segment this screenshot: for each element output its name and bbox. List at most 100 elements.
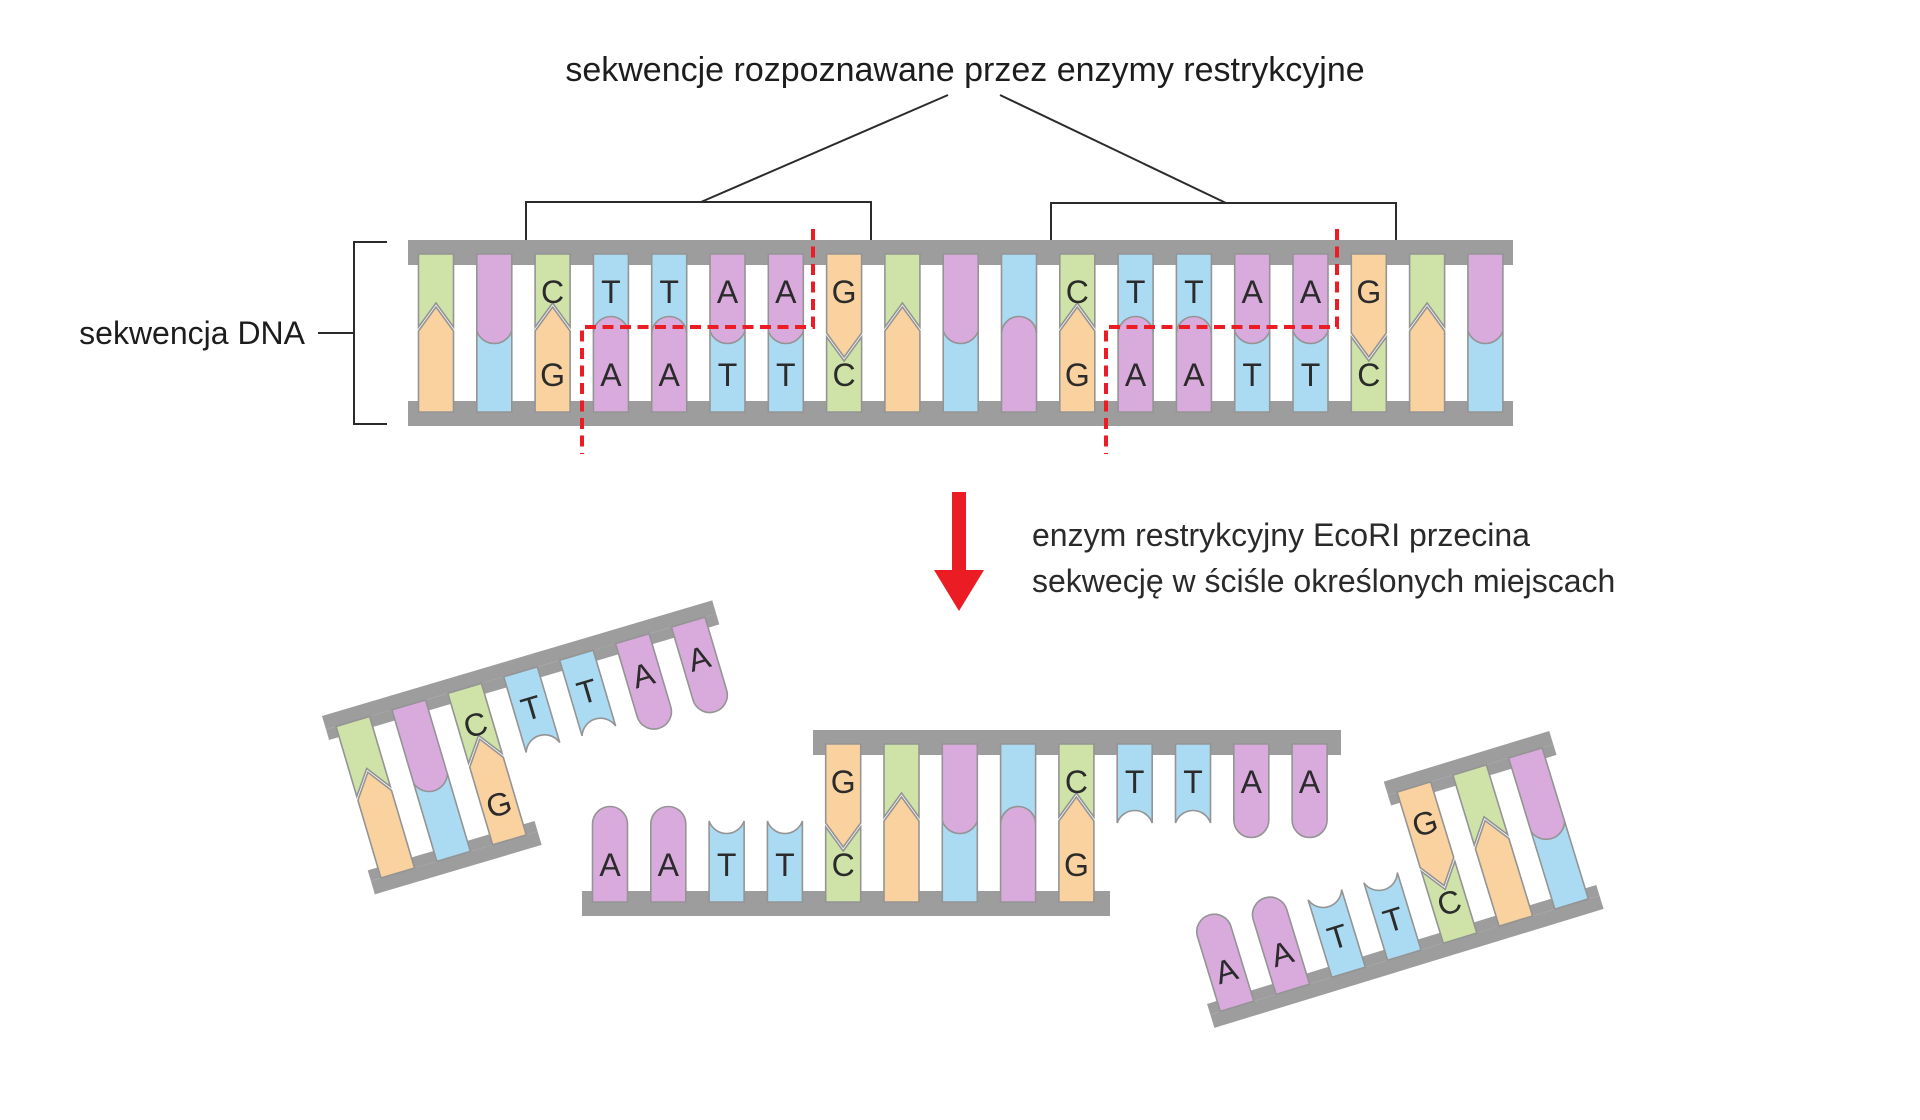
backbone-tooth xyxy=(1210,744,1234,755)
backbone-tooth xyxy=(481,676,507,694)
base-letter: A xyxy=(1183,357,1205,393)
base-letter: T xyxy=(1126,274,1146,310)
base-bottom-orange xyxy=(883,795,920,903)
backbone-tooth xyxy=(627,891,651,902)
base-top-orange xyxy=(824,743,862,849)
base-bottom-orange xyxy=(884,305,921,413)
base-letter: T xyxy=(776,357,796,393)
base-letter: C xyxy=(1357,357,1380,393)
base-letter: T xyxy=(1183,764,1203,800)
base-bottom-blue xyxy=(1467,330,1504,413)
base-top-purple xyxy=(476,253,513,349)
backbone-tooth xyxy=(408,401,419,412)
base-bottom-green xyxy=(825,334,863,413)
pointer-line-left xyxy=(700,94,949,203)
base-bottom-blue xyxy=(413,773,472,863)
base-top-green xyxy=(884,253,921,330)
backbone-tooth xyxy=(511,401,536,412)
pointer-line-right xyxy=(999,94,1227,204)
base-letter: C xyxy=(541,274,564,310)
top-backbone xyxy=(1383,731,1554,795)
process-arrow-down-icon xyxy=(934,492,984,611)
base-bottom-orange xyxy=(1408,305,1446,413)
backbone-tooth xyxy=(977,744,1001,755)
annotations xyxy=(318,94,1397,425)
backbone-tooth xyxy=(537,660,563,678)
base-top-blue xyxy=(1174,743,1212,824)
backbone-tooth xyxy=(1269,254,1293,265)
backbone-tooth xyxy=(1542,744,1557,759)
backbone-tooth xyxy=(593,643,619,661)
backbone-tooth xyxy=(1207,1000,1221,1015)
base-letter: T xyxy=(659,274,679,310)
base-bottom-orange xyxy=(534,305,571,413)
base-letter: A xyxy=(775,274,797,310)
base-bottom-blue xyxy=(708,820,745,903)
base-top-green xyxy=(446,682,504,766)
base-bottom-blue xyxy=(1307,889,1367,979)
backbone-tooth xyxy=(1269,401,1293,412)
base-letter: G xyxy=(1064,847,1089,883)
base-letter: C xyxy=(833,357,856,393)
backbone-tooth xyxy=(369,709,396,728)
base-bottom-purple xyxy=(1251,896,1311,996)
base-bottom-orange xyxy=(417,305,455,413)
base-top-purple xyxy=(942,253,979,349)
backbone-tooth xyxy=(745,401,769,412)
recognition-bracket-left xyxy=(525,201,872,243)
backbone-tooth xyxy=(453,254,477,265)
backbone-tooth xyxy=(1327,744,1341,755)
base-letter: G xyxy=(540,357,565,393)
base-bottom-blue xyxy=(766,820,804,903)
backbone-tooth xyxy=(1386,254,1410,265)
base-bottom-green xyxy=(824,824,862,903)
backbone-tooth xyxy=(1387,792,1401,806)
base-letter: A xyxy=(658,847,680,883)
cut-path-site-2 xyxy=(1104,229,1339,454)
backbone-tooth xyxy=(1306,966,1332,985)
base-bottom-blue xyxy=(1363,872,1423,962)
bot-backbone xyxy=(408,412,1513,426)
base-bottom-purple xyxy=(650,805,687,903)
base-letter: T xyxy=(601,274,621,310)
base-letter: A xyxy=(1299,764,1321,800)
base-bottom-blue xyxy=(767,330,805,413)
backbone-tooth xyxy=(860,891,884,902)
base-bottom-orange xyxy=(1474,819,1534,928)
top-backbone xyxy=(813,730,1341,744)
backbone-tooth xyxy=(1444,401,1468,412)
base-bottom-green xyxy=(1419,858,1478,945)
bot-backbone xyxy=(370,831,542,895)
backbone-tooth xyxy=(570,254,594,265)
base-top-purple xyxy=(1467,253,1504,349)
backbone-tooth xyxy=(1036,254,1060,265)
base-letter: G xyxy=(1356,274,1381,310)
base-letter: T xyxy=(1242,357,1262,393)
backbone-tooth xyxy=(686,254,710,265)
base-bottom-purple xyxy=(650,315,688,413)
backbone-tooth xyxy=(813,744,826,755)
backbone-tooth xyxy=(1386,401,1410,412)
backbone-tooth xyxy=(1035,891,1059,902)
backbone-tooth xyxy=(1152,744,1176,755)
backbone-tooth xyxy=(978,401,1002,412)
base-top-purple xyxy=(1291,743,1328,839)
backbone-tooth xyxy=(1250,983,1277,1002)
backbone-tooth xyxy=(1417,932,1444,951)
backbone-tooth xyxy=(919,401,944,412)
base-bottom-blue xyxy=(942,330,979,413)
base-top-blue xyxy=(1116,743,1153,824)
base-bottom-blue xyxy=(1233,330,1271,413)
base-top-orange xyxy=(825,253,863,359)
top-backbone xyxy=(408,240,1513,254)
backbone-tooth xyxy=(1362,949,1388,968)
base-letter: C xyxy=(1066,274,1089,310)
base-letter: G xyxy=(832,274,857,310)
base-letter: T xyxy=(775,847,795,883)
backbone-tooth xyxy=(411,850,437,868)
base-bottom-blue xyxy=(709,330,746,413)
base-letter: A xyxy=(1125,357,1147,393)
backbone-tooth xyxy=(1093,744,1118,755)
